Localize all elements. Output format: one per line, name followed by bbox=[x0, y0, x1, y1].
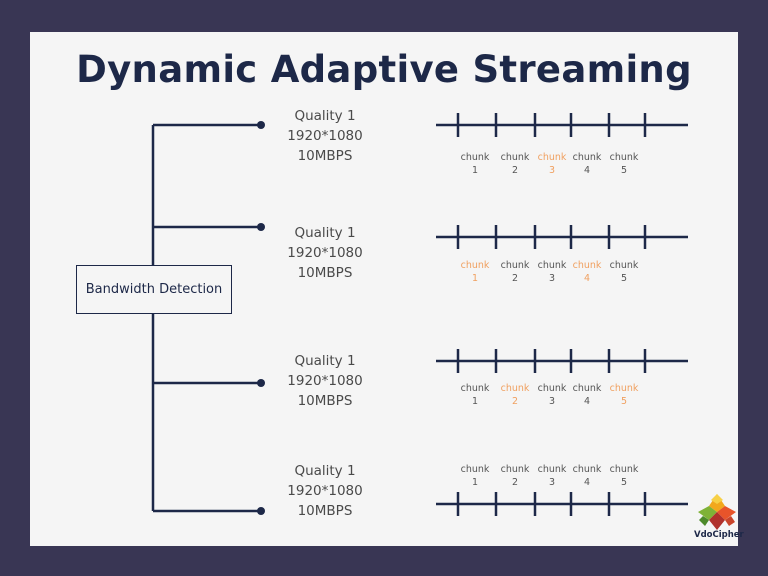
logo-text: VdoCipher bbox=[694, 530, 744, 540]
chunk-number: 2 bbox=[511, 477, 519, 488]
chunk-number: 4 bbox=[583, 477, 591, 488]
chunk-number: 4 bbox=[583, 273, 591, 284]
chunk-word: chunk bbox=[460, 152, 490, 163]
quality-name: Quality 1 bbox=[294, 108, 356, 124]
chunk-word: chunk bbox=[500, 464, 530, 475]
quality-bitrate: 10MBPS bbox=[297, 393, 353, 409]
chunk-word: chunk bbox=[572, 383, 602, 394]
chunk-number: 3 bbox=[548, 396, 556, 407]
chunk-word: chunk bbox=[500, 260, 530, 271]
vdocipher-logo: VdoCipher bbox=[694, 492, 744, 546]
branch-1-dot bbox=[257, 121, 265, 129]
chunk-label: chunk 3 bbox=[532, 259, 572, 285]
bandwidth-detection-label: Bandwidth Detection bbox=[85, 282, 223, 297]
chunk-word: chunk bbox=[537, 383, 567, 394]
chunk-number: 2 bbox=[511, 273, 519, 284]
chunk-word: chunk bbox=[609, 383, 639, 394]
quality-resolution: 1920*1080 bbox=[287, 128, 363, 144]
branch-3-dot bbox=[257, 379, 265, 387]
chunk-label: chunk 5 bbox=[604, 259, 644, 285]
chunk-word: chunk bbox=[460, 464, 490, 475]
chunk-number: 1 bbox=[471, 165, 479, 176]
chunk-label: chunk 1 bbox=[455, 463, 495, 489]
chunk-number: 1 bbox=[471, 273, 479, 284]
chunk-number: 4 bbox=[583, 396, 591, 407]
branch-4-dot bbox=[257, 507, 265, 515]
chunk-word: chunk bbox=[609, 152, 639, 163]
chunk-label: chunk 2 bbox=[495, 151, 535, 177]
quality-name: Quality 1 bbox=[294, 225, 356, 241]
chunk-word: chunk bbox=[537, 464, 567, 475]
quality-name: Quality 1 bbox=[294, 353, 356, 369]
quality-bitrate: 10MBPS bbox=[297, 503, 353, 519]
quality-bitrate: 10MBPS bbox=[297, 148, 353, 164]
vdocipher-logo-icon bbox=[698, 494, 736, 530]
chunk-number: 3 bbox=[548, 477, 556, 488]
page-title: Dynamic Adaptive Streaming bbox=[76, 48, 692, 91]
chunk-label: chunk 4 bbox=[567, 382, 607, 408]
quality-resolution: 1920*1080 bbox=[287, 245, 363, 261]
chunk-word: chunk bbox=[460, 260, 490, 271]
chunk-label: chunk 3 bbox=[532, 151, 572, 177]
chunk-word: chunk bbox=[572, 260, 602, 271]
chunk-word: chunk bbox=[537, 260, 567, 271]
bandwidth-detection-box: Bandwidth Detection bbox=[76, 265, 232, 314]
branch-2-dot bbox=[257, 223, 265, 231]
chunk-label: chunk 3 bbox=[532, 382, 572, 408]
quality-block-1: Quality 1 1920*1080 10MBPS bbox=[274, 106, 376, 166]
chunk-number: 5 bbox=[620, 273, 628, 284]
quality-block-2: Quality 1 1920*1080 10MBPS bbox=[274, 223, 376, 283]
chunk-word: chunk bbox=[537, 152, 567, 163]
chunk-number: 5 bbox=[620, 477, 628, 488]
quality-resolution: 1920*1080 bbox=[287, 373, 363, 389]
quality-name: Quality 1 bbox=[294, 463, 356, 479]
chunk-label: chunk 2 bbox=[495, 259, 535, 285]
chunk-label: chunk 4 bbox=[567, 151, 607, 177]
chunk-number: 1 bbox=[471, 396, 479, 407]
chunk-number: 3 bbox=[548, 165, 556, 176]
chunk-label: chunk 4 bbox=[567, 259, 607, 285]
chunk-label: chunk 4 bbox=[567, 463, 607, 489]
chunk-number: 2 bbox=[511, 165, 519, 176]
chunk-label: chunk 1 bbox=[455, 259, 495, 285]
chunk-word: chunk bbox=[609, 464, 639, 475]
chunk-label: chunk 1 bbox=[455, 382, 495, 408]
chunk-word: chunk bbox=[460, 383, 490, 394]
chunk-number: 4 bbox=[583, 165, 591, 176]
chunk-word: chunk bbox=[500, 152, 530, 163]
chunk-label: chunk 5 bbox=[604, 151, 644, 177]
chunk-word: chunk bbox=[572, 152, 602, 163]
chunk-number: 1 bbox=[471, 477, 479, 488]
chunk-word: chunk bbox=[500, 383, 530, 394]
quality-block-4: Quality 1 1920*1080 10MBPS bbox=[274, 461, 376, 521]
chunk-number: 3 bbox=[548, 273, 556, 284]
chunk-number: 2 bbox=[511, 396, 519, 407]
chunk-number: 5 bbox=[620, 396, 628, 407]
quality-resolution: 1920*1080 bbox=[287, 483, 363, 499]
chunk-word: chunk bbox=[609, 260, 639, 271]
chunk-label: chunk 5 bbox=[604, 382, 644, 408]
chunk-label: chunk 5 bbox=[604, 463, 644, 489]
quality-block-3: Quality 1 1920*1080 10MBPS bbox=[274, 351, 376, 411]
chunk-word: chunk bbox=[572, 464, 602, 475]
chunk-label: chunk 2 bbox=[495, 382, 535, 408]
chunk-number: 5 bbox=[620, 165, 628, 176]
chunk-label: chunk 3 bbox=[532, 463, 572, 489]
chunk-label: chunk 1 bbox=[455, 151, 495, 177]
quality-bitrate: 10MBPS bbox=[297, 265, 353, 281]
chunk-label: chunk 2 bbox=[495, 463, 535, 489]
